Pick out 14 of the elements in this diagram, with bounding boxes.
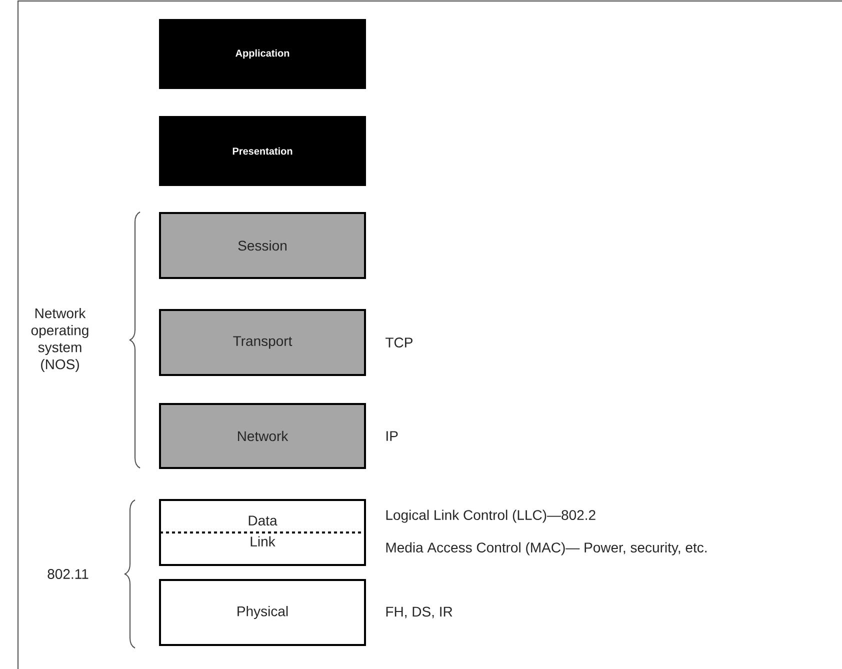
side-note: IP [386, 431, 398, 441]
layer-box: Session [159, 212, 366, 279]
side-note: Logical Link Control (LLC)—802.2 [386, 510, 596, 523]
layer-box: Application [159, 19, 366, 89]
side-note: TCP [386, 338, 412, 348]
layer-box: Presentation [159, 116, 366, 186]
group-label: Network operating system (NOS) [31, 308, 88, 372]
side-note: FH, DS, IR [386, 606, 452, 618]
side-note: Media Access Control (MAC)— Power, security, etc. [386, 542, 706, 556]
layer-box: Network [159, 403, 366, 469]
layer-box: Transport [159, 309, 366, 376]
group-label: 802.11 [48, 569, 88, 579]
layer-box: Physical [159, 579, 366, 646]
layer-box: Data Link [159, 499, 366, 566]
